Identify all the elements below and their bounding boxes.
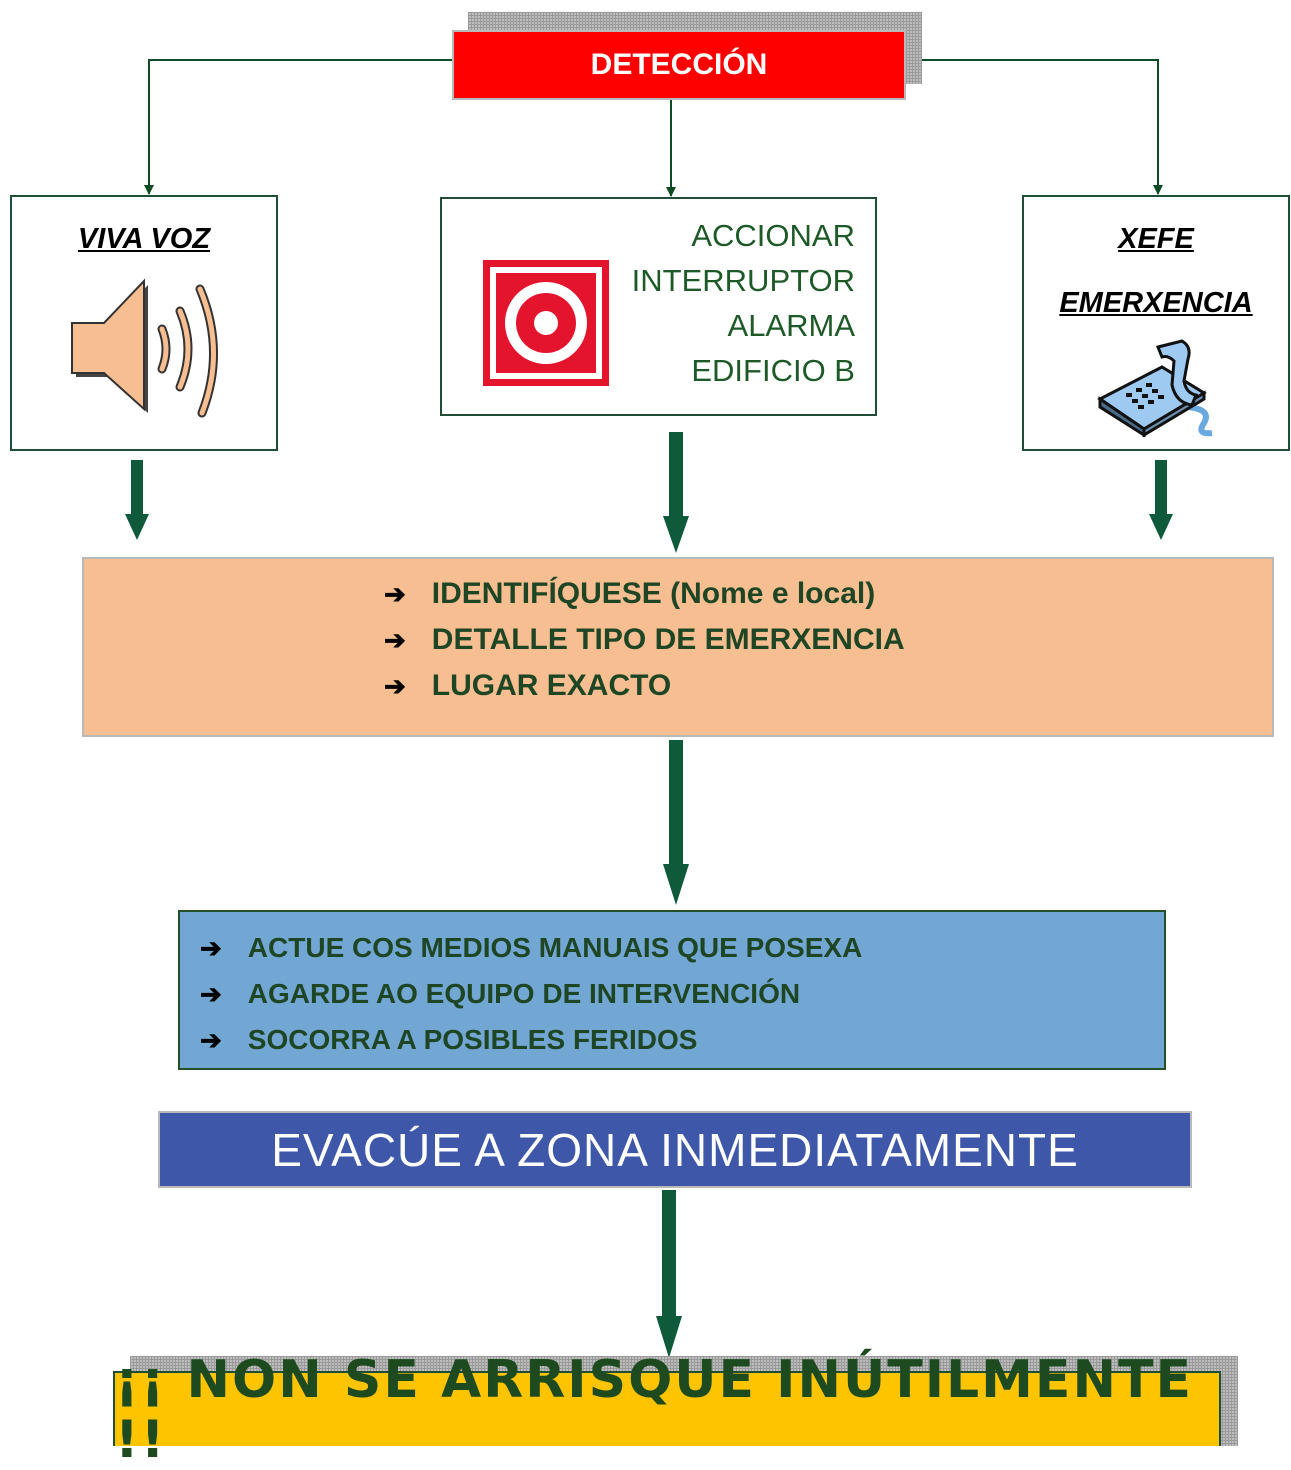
accionar-box: ACCIONAR INTERRUPTOR ALARMA EDIFICIO B: [440, 197, 877, 416]
viva-voz-box: VIVA VOZ: [10, 195, 278, 451]
arrow-bullet-icon: ➔: [384, 671, 406, 701]
xefe-title-line2: EMERXENCIA: [1059, 287, 1253, 319]
detection-label: DETECCIÓN: [590, 48, 768, 81]
actions-list: ➔ ACTUE COS MEDIOS MANUAIS QUE POSEXA ➔ AG…: [200, 925, 862, 1063]
accionar-text: ACCIONAR INTERRUPTOR ALARMA EDIFICIO B: [632, 213, 855, 393]
identify-list: ➔ IDENTIFÍQUESE (Nome e local) ➔ DETALLE T…: [384, 571, 905, 709]
connector-detection-to-viva-voz: [144, 59, 452, 195]
identify-item-3: LUGAR EXACTO: [431, 669, 672, 702]
speaker-icon: [71, 278, 218, 418]
alarm-button-icon: [483, 260, 609, 386]
evacuate-label: EVACÚE A ZONA INMEDIATAMENTE: [271, 1123, 1079, 1176]
warning-label: ¡¡ NON SE ARRISQUE INÚTILMENTE !!: [115, 1349, 1193, 1470]
arrow-evacuate-down: [656, 1190, 682, 1358]
warning-banner: ¡¡ NON SE ARRISQUE INÚTILMENTE !!: [113, 1350, 1221, 1470]
list-item: ➔ AGARDE AO EQUIPO DE INTERVENCIÓN: [200, 971, 862, 1017]
viva-voz-title: VIVA VOZ: [77, 223, 211, 255]
accionar-line-3: ALARMA: [727, 308, 855, 343]
list-item: ➔ SOCORRA A POSIBLES FERIDOS: [200, 1017, 862, 1063]
arrow-viva-voz-down: [125, 460, 149, 540]
arrow-bullet-icon: ➔: [384, 579, 406, 609]
evacuate-banner: EVACÚE A ZONA INMEDIATAMENTE: [158, 1111, 1192, 1188]
actions-item-1: ACTUE COS MEDIOS MANUAIS QUE POSEXA: [247, 932, 863, 963]
accionar-line-4: EDIFICIO B: [691, 353, 855, 388]
identify-item-2: DETALLE TIPO DE EMERXENCIA: [431, 623, 905, 656]
arrow-bullet-icon: ➔: [384, 625, 406, 655]
actions-box: ➔ ACTUE COS MEDIOS MANUAIS QUE POSEXA ➔ AG…: [178, 910, 1166, 1070]
arrow-identify-down: [663, 740, 689, 905]
arrow-accionar-down: [663, 432, 689, 553]
identify-box: ➔ IDENTIFÍQUESE (Nome e local) ➔ DETALLE T…: [82, 557, 1274, 737]
arrow-bullet-icon: ➔: [200, 1025, 222, 1055]
accionar-line-1: ACCIONAR: [691, 218, 855, 253]
accionar-line-2: INTERRUPTOR: [631, 263, 855, 298]
actions-item-3: SOCORRA A POSIBLES FERIDOS: [247, 1024, 698, 1055]
list-item: ➔ IDENTIFÍQUESE (Nome e local): [384, 571, 905, 617]
xefe-title-line1: XEFE: [1118, 223, 1194, 255]
actions-item-2: AGARDE AO EQUIPO DE INTERVENCIÓN: [247, 978, 801, 1009]
list-item: ➔ ACTUE COS MEDIOS MANUAIS QUE POSEXA: [200, 925, 862, 971]
detection-box: DETECCIÓN: [452, 30, 906, 100]
identify-item-1: IDENTIFÍQUESE (Nome e local): [431, 577, 876, 610]
list-item: ➔ LUGAR EXACTO: [384, 663, 905, 709]
arrow-bullet-icon: ➔: [200, 933, 222, 963]
telephone-icon: [1097, 339, 1213, 437]
arrow-xefe-down: [1149, 460, 1173, 540]
arrow-bullet-icon: ➔: [200, 979, 222, 1009]
list-item: ➔ DETALLE TIPO DE EMERXENCIA: [384, 617, 905, 663]
xefe-box: XEFE EMERXENCIA: [1022, 195, 1290, 451]
connector-detection-to-xefe: [906, 59, 1163, 195]
